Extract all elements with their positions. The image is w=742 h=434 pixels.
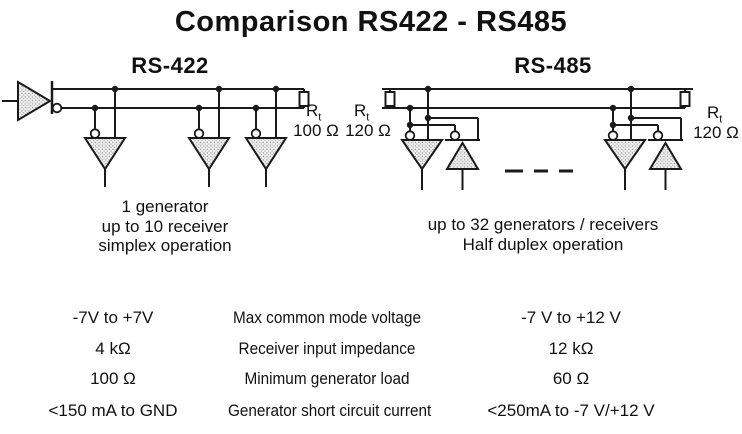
rs422-value: <150 mA to GND: [48, 401, 178, 420]
rs422-termination-label: Rt: [306, 101, 322, 124]
rs485-transceiver-icon: [400, 85, 480, 190]
table-row: 4 kΩ Receiver input impedance 12 kΩ: [0, 337, 742, 361]
rs485-right-termination-label: Rt: [707, 103, 723, 126]
rs422-receiver-icon: [83, 85, 127, 187]
rs485-caption-line: up to 32 generators / receivers: [427, 215, 659, 234]
rs485-value: 60 Ω: [552, 369, 590, 388]
rs422-caption: 1 generator up to 10 receiver simplex op…: [45, 197, 285, 256]
rs422-caption-line: up to 10 receiver: [101, 216, 229, 236]
rs485-value: 12 kΩ: [548, 339, 594, 358]
parameter-label: Minimum generator load: [244, 369, 410, 388]
table-row: 100 Ω Minimum generator load 60 Ω: [0, 367, 742, 391]
rs485-right-termination-value: 120 Ω: [693, 123, 739, 142]
rs422-driver-icon: [2, 80, 63, 122]
table-row: -7V to +7V Max common mode voltage -7 V …: [0, 306, 742, 330]
rs485-right-terminator-icon: [679, 89, 691, 108]
parameter-label: Max common mode voltage: [233, 308, 421, 327]
rs485-value: <250mA to -7 V/+12 V: [487, 401, 655, 420]
parameter-label: Generator short circuit current: [228, 401, 432, 420]
rs422-heading: RS-422: [131, 53, 209, 78]
page-title: Comparison RS422 - RS485: [174, 6, 568, 38]
rs422-circuit-diagram: [2, 80, 310, 187]
rs422-receiver-icon: [187, 85, 231, 187]
rs485-value: -7 V to +12 V: [521, 308, 621, 327]
table-row: <150 mA to GND Generator short circuit c…: [0, 399, 742, 423]
rs485-transceiver-icon: [603, 85, 683, 190]
parameter-label: Receiver input impedance: [238, 339, 416, 358]
rs422-value: 4 kΩ: [95, 339, 131, 358]
rs422-value: 100 Ω: [90, 369, 136, 388]
rs485-left-termination-label: Rt: [354, 101, 370, 124]
rs422-caption-line: simplex operation: [98, 236, 232, 255]
rs485-left-termination-value: 120 Ω: [345, 121, 391, 140]
rs485-caption-line: Half duplex operation: [462, 234, 624, 254]
rs485-left-terminator-icon: [384, 89, 396, 108]
rs422-receiver-icon: [244, 85, 288, 187]
rs485-heading: RS-485: [514, 53, 592, 78]
rs485-circuit-diagram: [382, 85, 693, 190]
rs485-caption: up to 32 generators / receivers Half dup…: [423, 215, 663, 254]
rs422-termination-value: 100 Ω: [293, 121, 339, 140]
rs422-terminator-icon: [298, 89, 310, 108]
rs422-value: -7V to +7V: [72, 308, 154, 327]
rs422-caption-line: 1 generator: [121, 197, 209, 216]
